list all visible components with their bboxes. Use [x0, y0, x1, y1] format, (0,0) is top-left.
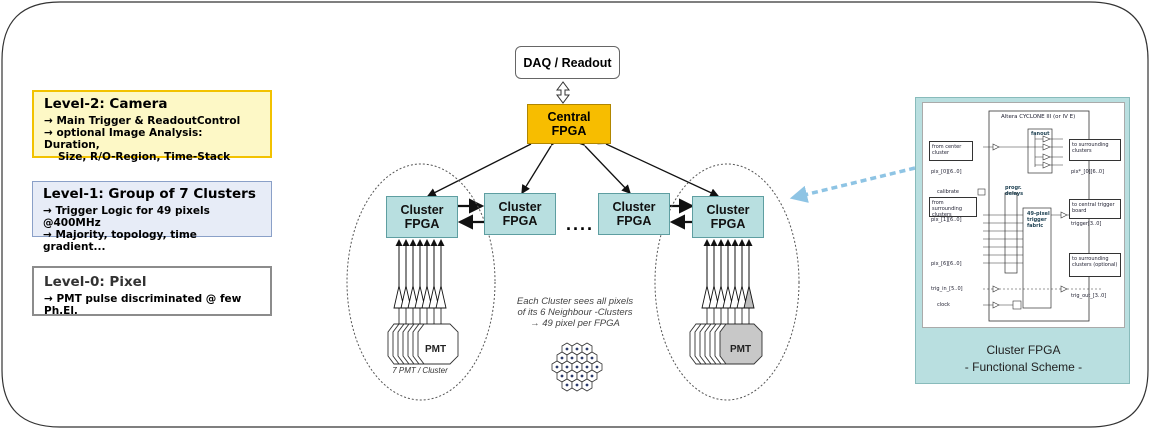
scheme-figure: Altera CYCLONE III (or IV E) fanout from…: [922, 102, 1125, 328]
to-surrounding-1: to surrounding: [1072, 142, 1109, 148]
from-center-box: from center cluster: [929, 141, 973, 161]
fanout-label: fanout: [1031, 131, 1050, 137]
cluster-4-label-1: Cluster: [706, 203, 750, 217]
pix-0-out-label: pix*_[0][6..0]: [1071, 169, 1105, 175]
level-2-title: Level-2: Camera: [44, 96, 168, 112]
to-central-1: to central trigger: [1072, 202, 1115, 208]
level-0-box: Level-0: Pixel → PMT pulse discriminated…: [32, 266, 272, 317]
pmt-stack-right: [689, 323, 763, 365]
progr-1: progr.: [1005, 185, 1022, 191]
hexagon-pattern-icon: [551, 342, 603, 392]
level-2-line-1: → Main Trigger & ReadoutControl: [44, 115, 241, 127]
level-2-line-3: Size, R/O-Region, Time-Stack: [58, 151, 231, 163]
scheme-caption-1: Cluster FPGA: [986, 343, 1061, 357]
pmt-caption: 7 PMT / Cluster: [392, 366, 448, 375]
from-center-1: from center: [932, 144, 962, 150]
pix-6-label: pix_[6][6..0]: [931, 261, 962, 267]
note-line-2: of its 6 Neighbour -Clusters: [517, 307, 633, 318]
discriminators-left: [393, 239, 447, 309]
level-1-line-2: → Majority, topology, time gradient...: [43, 229, 197, 253]
level-1-box: Level-1: Group of 7 Clusters → Trigger L…: [32, 181, 272, 253]
cluster-1-label-2: FPGA: [404, 217, 440, 231]
level-0-line-1: → PMT pulse discriminated @ few Ph.El.: [44, 293, 242, 317]
clock-label: clock: [937, 302, 950, 308]
to-surrounding-opt-2: clusters (optional): [1072, 262, 1118, 268]
cluster-4-label-2: FPGA: [710, 217, 746, 231]
cluster-2-label-1: Cluster: [498, 200, 542, 214]
daq-central-link: [556, 81, 570, 104]
pix-1-label: pix_[1][6..0]: [931, 217, 962, 223]
fabric-1: 49-pixel: [1027, 211, 1050, 217]
to-surrounding-box: to surrounding clusters: [1069, 139, 1121, 161]
scheme-caption-2: - Functional Scheme -: [964, 360, 1083, 374]
level-1-line-1: → Trigger Logic for 49 pixels @400MHz: [43, 205, 210, 229]
pmt-stack-left: [387, 323, 459, 365]
zoom-arrow: [789, 166, 916, 203]
level-0-title: Level-0: Pixel: [44, 274, 147, 290]
note-line-1: Each Cluster sees all pixels: [516, 296, 634, 307]
functional-scheme-panel: Altera CYCLONE III (or IV E) fanout from…: [915, 97, 1130, 384]
from-center-2: cluster: [932, 150, 950, 156]
pmt-label-right: PMT: [730, 344, 752, 355]
central-label-1: Central: [547, 110, 591, 124]
daq-readout-box: DAQ / Readout: [515, 46, 620, 79]
from-surrounding-1: from surrounding: [932, 200, 962, 212]
to-central-box: to central trigger board: [1069, 199, 1121, 219]
chip-label: Altera CYCLONE III (or IV E): [1001, 114, 1076, 120]
pix-0-label: pix_[0][6..0]: [931, 169, 962, 175]
from-surrounding-box: from surrounding clusters: [929, 197, 977, 218]
cluster-2-label-2: FPGA: [502, 214, 538, 228]
scheme-graphics: [977, 110, 1103, 322]
fabric-3: fabric: [1027, 223, 1044, 229]
trig-in-label: trig_in_[5..0]: [931, 286, 963, 292]
to-surrounding-opt-box: to surrounding clusters (optional): [1069, 253, 1121, 277]
to-surrounding-2: clusters: [1072, 148, 1092, 154]
central-label-2: FPGA: [551, 124, 587, 138]
note-line-3: → 49 pixel per FPGA: [530, 318, 620, 329]
progr-2: delays: [1005, 191, 1024, 197]
to-central-2: board: [1072, 208, 1087, 214]
cluster-group-right: [654, 163, 800, 401]
central-links: [426, 137, 720, 197]
pmt-label-left: PMT: [425, 344, 447, 355]
cluster-3-label-1: Cluster: [612, 200, 656, 214]
daq-label: DAQ / Readout: [523, 55, 612, 70]
discriminators-right: [701, 239, 755, 309]
cluster-3-label-2: FPGA: [616, 214, 652, 228]
calibrate-label: calibrate: [937, 189, 959, 195]
cluster-1-label-1: Cluster: [400, 203, 444, 217]
level-2-box: Level-2: Camera → Main Trigger & Readout…: [32, 90, 272, 163]
cluster-note: Each Cluster sees all pixels of its 6 Ne…: [500, 296, 650, 329]
cluster-group-left: [346, 163, 496, 401]
central-fpga-box: Central FPGA: [527, 104, 611, 144]
to-surrounding-opt-1: to surrounding: [1072, 256, 1109, 262]
level-1-title: Level-1: Group of 7 Clusters: [43, 186, 256, 202]
from-surrounding-2: clusters: [932, 212, 952, 218]
trig-out-label: trig_out_[3..0]: [1071, 293, 1107, 299]
level-2-line-2: → optional Image Analysis: Duration,: [44, 127, 203, 151]
fabric-2: trigger: [1027, 217, 1047, 223]
trigger-label: trigger[3..0]: [1071, 221, 1102, 227]
ellipsis: ....: [566, 214, 595, 234]
progr-delays-label: progr.delays: [1005, 185, 1023, 197]
